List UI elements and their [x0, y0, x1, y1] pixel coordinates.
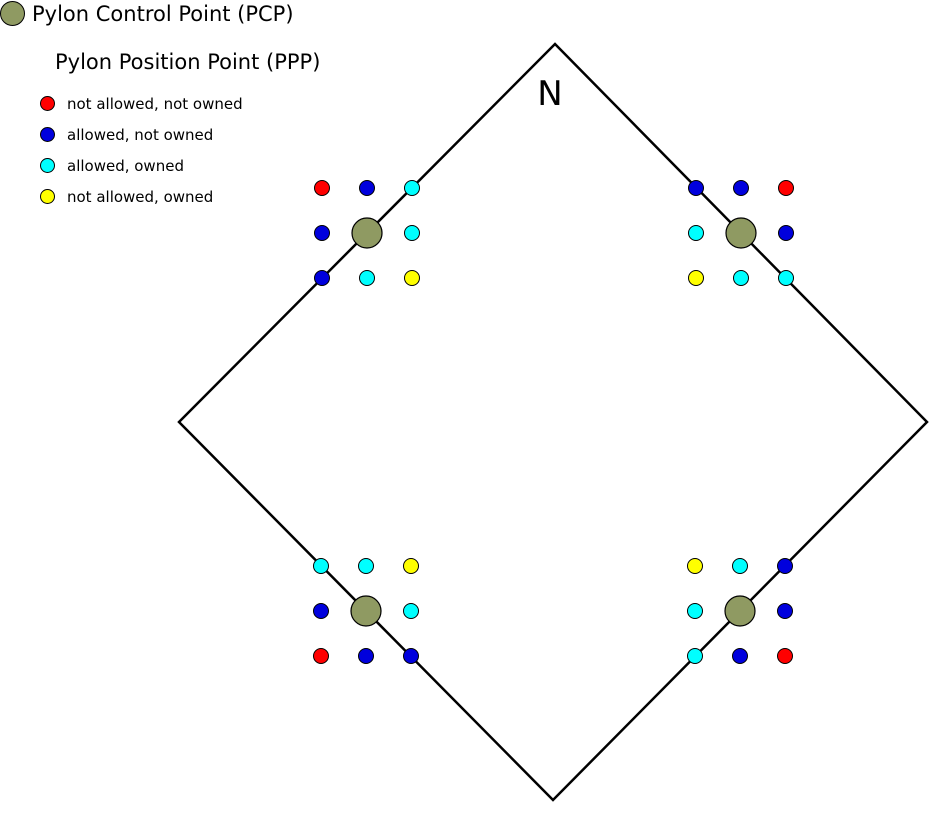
- pcp-south-west: [350, 595, 382, 627]
- legend-item-2: allowed, owned: [40, 150, 243, 181]
- course-boundary: [177, 42, 929, 802]
- ppp-dot-south-east-7: [777, 648, 793, 664]
- legend-item-3: not allowed, owned: [40, 181, 243, 212]
- legend-dot-icon: [40, 96, 55, 111]
- legend-items: not allowed, not owned allowed, not owned…: [40, 88, 243, 212]
- pcp-north-east: [725, 217, 757, 249]
- ppp-dot-south-west-0: [313, 558, 329, 574]
- ppp-dot-south-east-4: [777, 603, 793, 619]
- legend-item-label: allowed, owned: [67, 156, 184, 175]
- legend-item-label: not allowed, owned: [67, 187, 214, 206]
- ppp-dot-south-east-2: [777, 558, 793, 574]
- legend-dot-icon: [40, 189, 55, 204]
- ppp-dot-south-west-7: [403, 648, 419, 664]
- ppp-dot-north-west-1: [359, 180, 375, 196]
- ppp-dot-north-east-1: [733, 180, 749, 196]
- ppp-dot-north-east-6: [733, 270, 749, 286]
- ppp-dot-north-east-0: [688, 180, 704, 196]
- legend-item-label: allowed, not owned: [67, 125, 214, 144]
- pcp-north-west: [351, 217, 383, 249]
- ppp-dot-north-west-7: [404, 270, 420, 286]
- legend-item-label: not allowed, not owned: [67, 94, 243, 113]
- ppp-dot-south-west-2: [403, 558, 419, 574]
- legend-item-1: allowed, not owned: [40, 119, 243, 150]
- ppp-dot-north-west-6: [359, 270, 375, 286]
- legend-pcp-row: Pylon Control Point (PCP): [0, 1, 294, 26]
- ppp-dot-north-west-0: [314, 180, 330, 196]
- ppp-dot-south-east-0: [687, 558, 703, 574]
- ppp-dot-south-east-6: [732, 648, 748, 664]
- pcp-legend-label: Pylon Control Point (PCP): [32, 1, 294, 26]
- ppp-dot-north-west-4: [404, 225, 420, 241]
- ppp-dot-north-west-3: [314, 225, 330, 241]
- ppp-dot-south-west-4: [403, 603, 419, 619]
- ppp-dot-south-west-1: [358, 558, 374, 574]
- ppp-dot-north-east-4: [778, 225, 794, 241]
- ppp-dot-south-east-3: [687, 603, 703, 619]
- ppp-dot-north-west-5: [314, 270, 330, 286]
- legend-item-0: not allowed, not owned: [40, 88, 243, 119]
- ppp-dot-south-west-5: [313, 648, 329, 664]
- ppp-dot-south-east-1: [732, 558, 748, 574]
- ppp-dot-north-east-3: [688, 225, 704, 241]
- ppp-dot-south-west-3: [313, 603, 329, 619]
- ppp-dot-south-west-6: [358, 648, 374, 664]
- north-label: N: [537, 74, 562, 114]
- ppp-dot-north-east-2: [778, 180, 794, 196]
- pcp-south-east: [724, 595, 756, 627]
- legend-dot-icon: [40, 158, 55, 173]
- ppp-dot-south-east-5: [687, 648, 703, 664]
- legend-dot-icon: [40, 127, 55, 142]
- pcp-legend-swatch-icon: [0, 1, 25, 26]
- ppp-legend-title: Pylon Position Point (PPP): [55, 50, 321, 74]
- ppp-dot-north-east-5: [688, 270, 704, 286]
- ppp-dot-north-east-7: [778, 270, 794, 286]
- ppp-dot-north-west-2: [404, 180, 420, 196]
